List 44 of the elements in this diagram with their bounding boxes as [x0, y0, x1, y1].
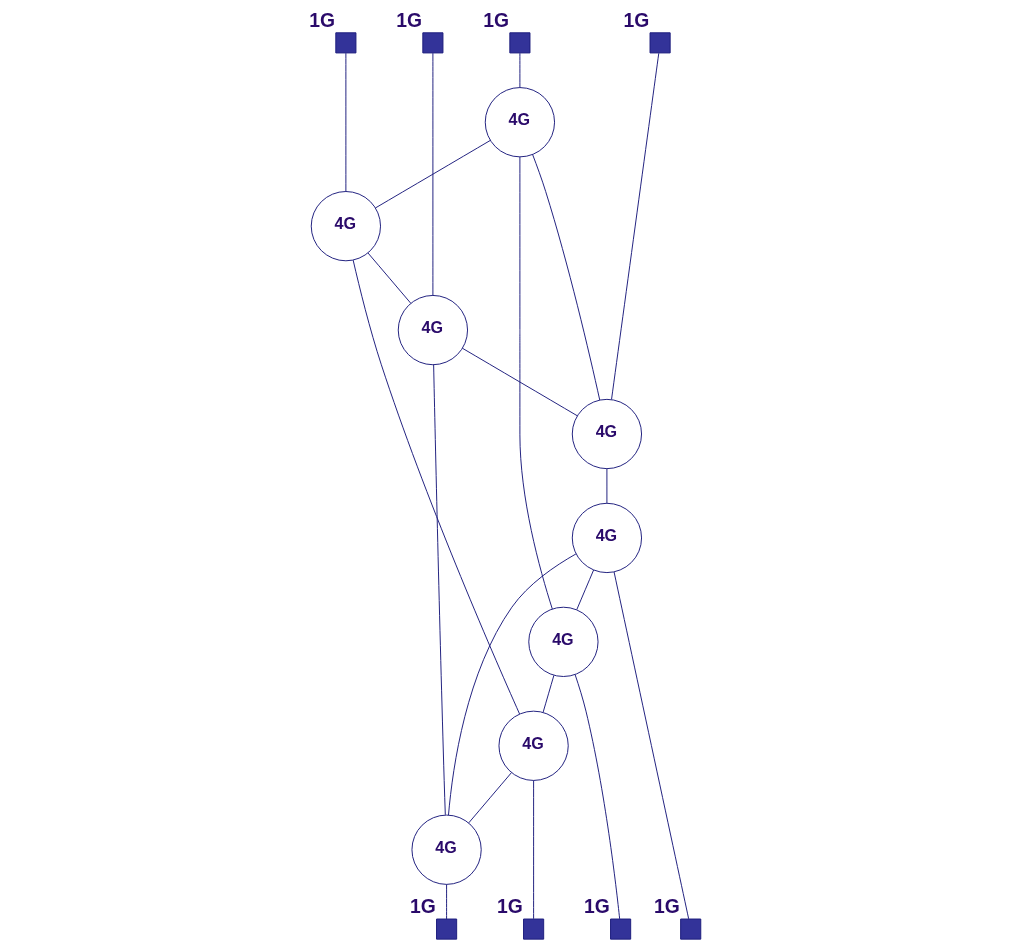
connector [611, 52, 660, 400]
node-box [335, 32, 357, 54]
connector [446, 883, 448, 920]
node-label: 1G [623, 9, 650, 31]
node-label: 1G [496, 895, 523, 917]
connector [533, 780, 535, 920]
connector [606, 468, 608, 504]
connector [542, 674, 555, 713]
connector [532, 154, 601, 401]
node-circle: 4G [571, 398, 643, 470]
node-circle: 4G [411, 814, 482, 885]
node-label: 1G [409, 895, 436, 917]
node-circle: 4G [528, 606, 599, 677]
connector [468, 772, 512, 824]
node-box [422, 32, 444, 54]
node-label: 1G [396, 9, 423, 31]
connector [574, 674, 621, 920]
node-circle: 4G [397, 294, 469, 366]
node-circle: 4G [498, 710, 569, 781]
node-label: 1G [309, 9, 336, 31]
connector [519, 156, 553, 610]
node-circle: 4G [310, 191, 381, 262]
connector [519, 52, 521, 88]
node-box [509, 32, 531, 54]
connector [375, 139, 491, 209]
connector [576, 569, 595, 611]
connector [448, 553, 577, 816]
node-circle: 4G [484, 87, 556, 158]
node-box [649, 32, 671, 54]
connector [432, 52, 434, 296]
connector [461, 347, 578, 417]
node-box [610, 918, 632, 940]
node-label: 1G [483, 9, 510, 31]
connector [613, 571, 690, 920]
connector [345, 52, 347, 192]
node-label: 1G [583, 895, 610, 917]
connector [433, 364, 446, 816]
connector [352, 259, 521, 715]
node-box [523, 918, 545, 940]
connector [367, 252, 412, 304]
node-box [680, 918, 702, 940]
node-circle: 4G [571, 502, 643, 574]
node-box [436, 918, 458, 940]
node-label: 1G [654, 895, 680, 917]
